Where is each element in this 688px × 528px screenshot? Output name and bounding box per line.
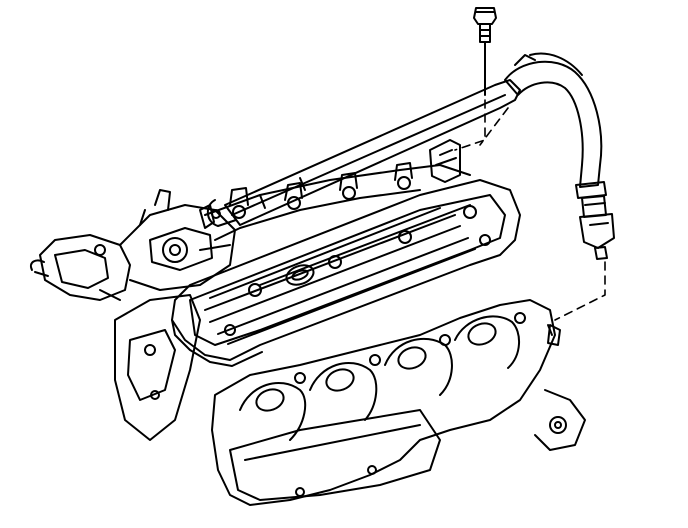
bolt-icon xyxy=(474,8,496,95)
vent-hose-elbow xyxy=(505,54,606,198)
leader-lines xyxy=(455,100,605,320)
engine-block xyxy=(31,140,470,440)
hose-fitting xyxy=(580,196,614,259)
valve-cover xyxy=(172,180,520,366)
exhaust-manifold xyxy=(212,300,585,505)
